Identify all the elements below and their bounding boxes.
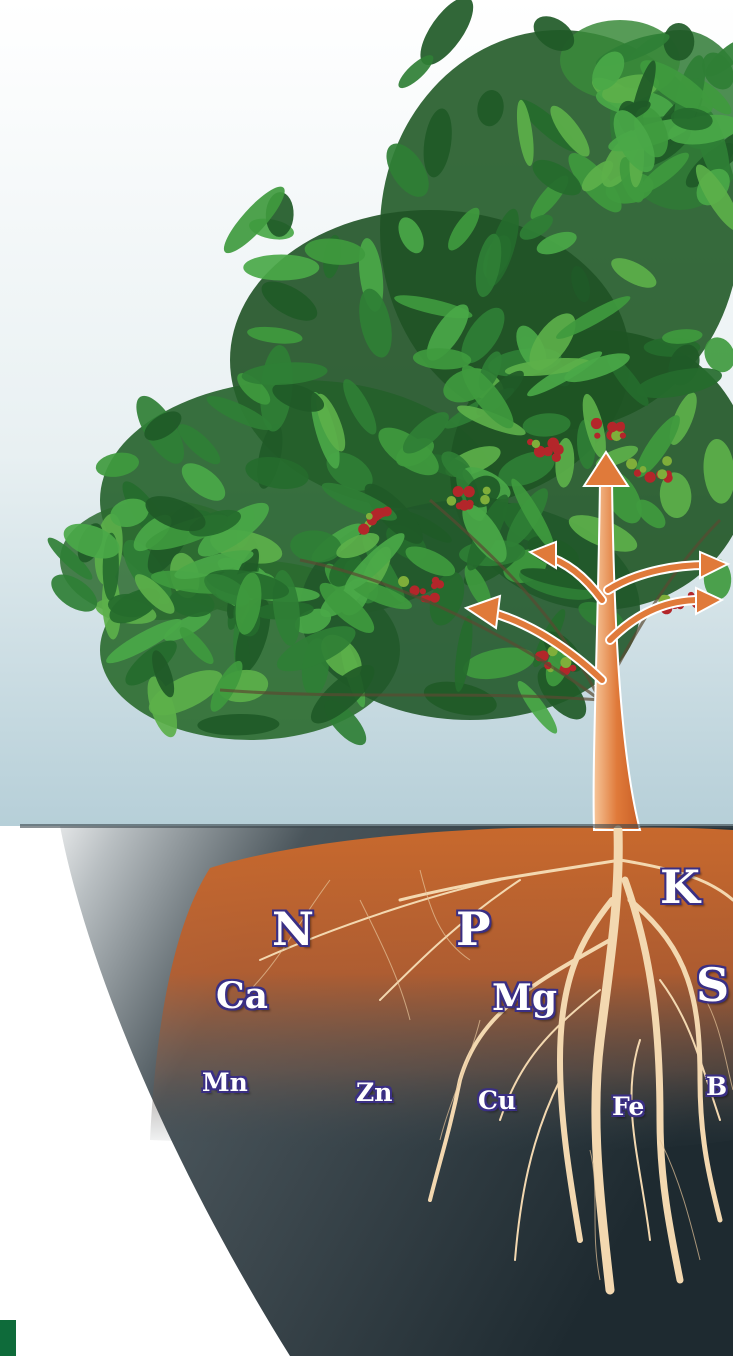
coffee-berry: [398, 576, 409, 587]
nutrient-label-b: B: [706, 1074, 727, 1099]
nutrient-label-mg: Mg: [492, 980, 557, 1016]
coffee-berry: [431, 583, 438, 590]
coffee-berry: [591, 418, 602, 429]
nutrient-label-n: N: [272, 906, 314, 952]
coffee-berry: [373, 508, 384, 519]
coffee-berry: [645, 472, 656, 483]
coffee-berry: [447, 496, 457, 506]
coffee-berry: [483, 487, 491, 495]
coffee-berry: [358, 524, 369, 535]
coffee-berry: [620, 433, 626, 439]
coffee-berry: [607, 422, 617, 432]
coffee-berry: [552, 445, 559, 452]
corner-mark: [0, 1320, 16, 1356]
coffee-berry: [480, 495, 490, 505]
coffee-berry: [366, 513, 373, 520]
coffee-berry: [430, 593, 440, 603]
coffee-berry: [532, 440, 540, 448]
coffee-berry: [570, 665, 577, 672]
nutrient-label-k: K: [660, 864, 700, 910]
horizon-line: [20, 824, 733, 828]
nutrient-label-p: P: [456, 906, 491, 952]
nutrient-label-fe: Fe: [612, 1094, 644, 1119]
coffee-berry: [459, 500, 470, 511]
nutrient-label-cu: Cu: [478, 1088, 516, 1113]
coffee-berry: [420, 588, 426, 594]
coffee-berry: [626, 458, 637, 469]
coffee-berry: [657, 469, 667, 479]
nutrient-label-ca: Ca: [216, 978, 268, 1014]
nutrient-label-s: S: [696, 962, 729, 1008]
nutrient-label-mn: Mn: [202, 1070, 248, 1095]
coffee-berry: [552, 453, 561, 462]
coffee-berry: [594, 433, 600, 439]
coffee-berry: [463, 486, 474, 497]
coffee-berry: [640, 466, 647, 473]
coffee-berry: [543, 447, 553, 457]
coffee-berry: [618, 422, 625, 429]
nutrient-label-zn: Zn: [356, 1080, 392, 1105]
coffee-berry: [453, 486, 464, 497]
leaf: [243, 255, 319, 281]
coffee-berry: [662, 456, 672, 466]
